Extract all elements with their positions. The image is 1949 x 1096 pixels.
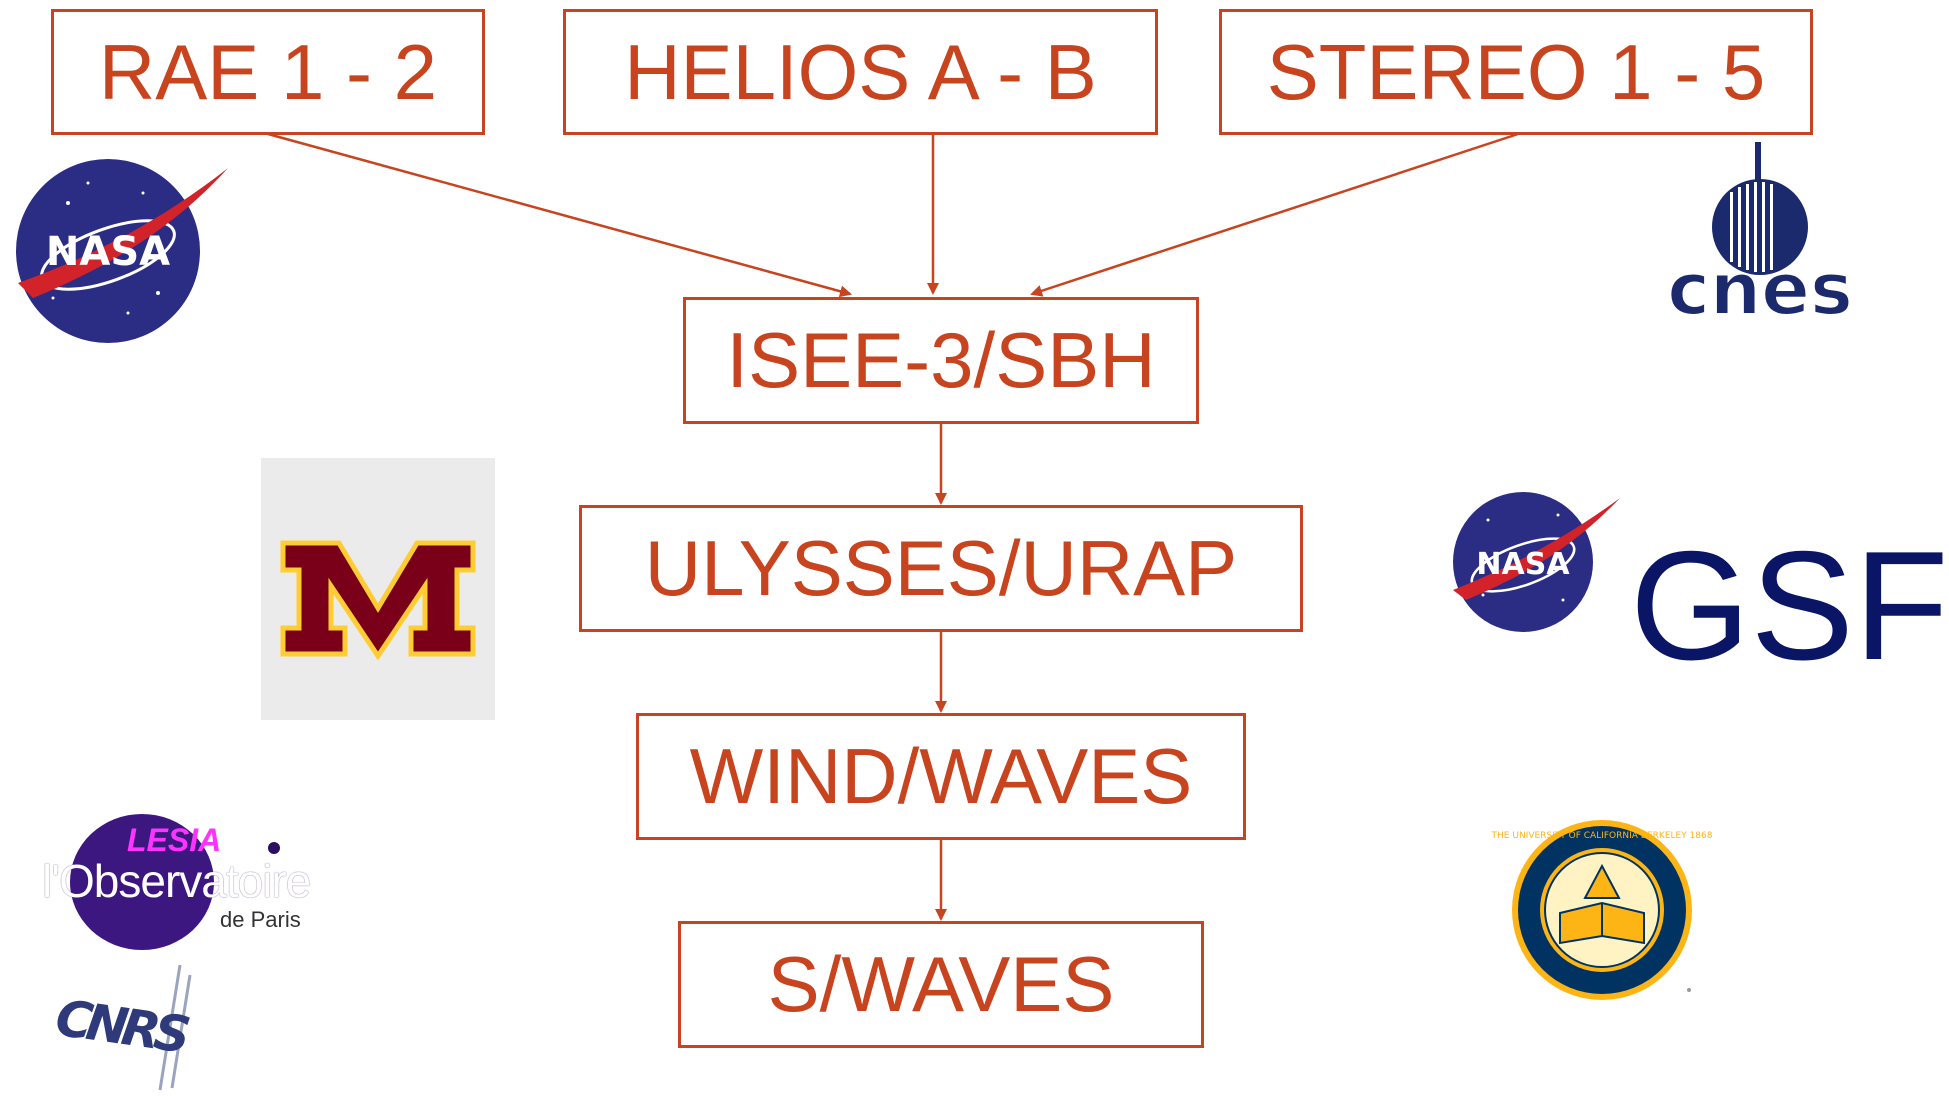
mission-box-stereo: STEREO 1 - 5 bbox=[1219, 9, 1813, 135]
uc-berkeley-seal-text: THE UNIVERSITY OF CALIFORNIA BERKELEY 18… bbox=[1491, 831, 1713, 841]
mission-box-wind: WIND/WAVES bbox=[636, 713, 1246, 840]
uc-berkeley-seal: THE UNIVERSITY OF CALIFORNIA BERKELEY 18… bbox=[1491, 820, 1713, 1000]
mission-label-swaves: S/WAVES bbox=[767, 940, 1115, 1028]
mission-label-wind: WIND/WAVES bbox=[689, 732, 1193, 820]
mission-box-rae: RAE 1 - 2 bbox=[51, 9, 485, 135]
mission-box-isee: ISEE-3/SBH bbox=[683, 297, 1199, 424]
mission-box-helios: HELIOS A - B bbox=[563, 9, 1158, 135]
cnes-logo: cnes bbox=[1666, 142, 1854, 332]
nasa-logo-left: NASA bbox=[16, 159, 228, 343]
nasa-logo-right: NASA bbox=[1453, 492, 1620, 632]
observatoire-label: l'Observatoire bbox=[42, 855, 311, 907]
mission-box-ulysses: ULYSSES/URAP bbox=[579, 505, 1303, 632]
cnrs-logo-text: CNRS bbox=[52, 989, 192, 1065]
mission-label-rae: RAE 1 - 2 bbox=[98, 27, 438, 116]
mission-label-isee: ISEE-3/SBH bbox=[726, 316, 1156, 404]
observatoire-globe-icon bbox=[70, 814, 280, 950]
mission-label-stereo: STEREO 1 - 5 bbox=[1266, 27, 1766, 116]
cnrs-logo: CNRS bbox=[52, 964, 192, 1091]
cnes-logo-text: cnes bbox=[1667, 247, 1853, 331]
mission-box-swaves: S/WAVES bbox=[678, 921, 1204, 1048]
mission-label-ulysses: ULYSSES/URAP bbox=[644, 524, 1238, 612]
mission-label-helios: HELIOS A - B bbox=[624, 27, 1097, 116]
observatoire-paris-logo: LESIA l'Observatoire de Paris bbox=[22, 810, 340, 952]
de-paris-label: de Paris bbox=[220, 907, 301, 932]
arrow-stereo-to-isee bbox=[1030, 132, 1519, 297]
lesia-label: LESIA bbox=[127, 822, 222, 858]
arrow-rae-to-isee bbox=[267, 132, 852, 298]
nasa-logo-left-text: NASA bbox=[46, 229, 170, 275]
minnesota-m-icon bbox=[280, 540, 476, 661]
flow-arrows bbox=[267, 132, 1519, 921]
nasa-logo-right-text: NASA bbox=[1476, 547, 1570, 582]
gsfc-label: GSF bbox=[1630, 519, 1949, 692]
minnesota-logo bbox=[261, 458, 495, 720]
